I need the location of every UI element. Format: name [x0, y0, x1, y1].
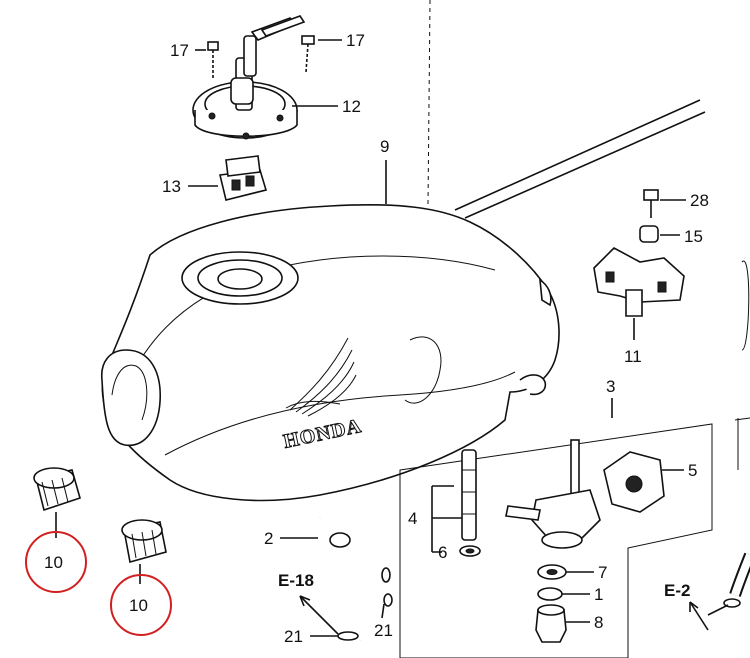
clip-21-left[interactable]	[337, 631, 359, 641]
leader-lines	[55, 39, 729, 637]
collar-15[interactable]	[639, 225, 659, 243]
sediment-cup-8[interactable]	[535, 604, 567, 643]
bolt-28[interactable]	[643, 189, 659, 218]
o-ring-6[interactable]	[459, 545, 481, 557]
fuel-cap-lock[interactable]	[192, 15, 306, 140]
callout-1: 1	[594, 585, 603, 604]
callout-17-left: 17	[170, 41, 189, 60]
frame-line-lower	[464, 111, 706, 219]
callout-10-left: 10	[44, 553, 63, 572]
callout-6: 6	[438, 543, 447, 562]
callout-4: 4	[408, 509, 417, 528]
rubber-10-right[interactable]	[121, 519, 167, 564]
ref-e18: E-18	[278, 571, 314, 590]
centerline	[427, 0, 431, 206]
callout-2: 2	[264, 529, 273, 548]
callout-13: 13	[162, 177, 181, 196]
callout-5: 5	[688, 461, 697, 480]
fuel-strainer-4[interactable]	[461, 449, 477, 541]
edge-fragment	[741, 260, 750, 351]
callout-17-right: 17	[346, 31, 365, 50]
callout-9: 9	[380, 137, 389, 156]
screw-17-left[interactable]	[207, 41, 219, 78]
frame-line-upper	[454, 99, 701, 211]
tube-e2[interactable]	[723, 552, 750, 608]
highlight-circle-10-left	[25, 531, 87, 593]
clip-21-right[interactable]	[383, 593, 393, 607]
mount-11[interactable]	[593, 247, 685, 317]
ref-e2: E-2	[664, 581, 690, 600]
fuel-tank[interactable]: HONDA	[101, 204, 560, 502]
fuel-valve[interactable]	[505, 439, 601, 549]
callout-10-right: 10	[129, 596, 148, 615]
fuel-tube-2[interactable]	[316, 503, 391, 642]
callout-11: 11	[624, 347, 642, 366]
rubber-10-left[interactable]	[33, 467, 81, 512]
callout-28: 28	[690, 191, 709, 210]
washer-7[interactable]	[537, 564, 567, 580]
callout-8: 8	[594, 613, 603, 632]
valve-group-box	[399, 423, 713, 658]
callout-15: 15	[684, 227, 703, 246]
bracket-13[interactable]	[219, 155, 268, 201]
highlight-circle-10-right	[110, 574, 172, 636]
o-ring-1[interactable]	[537, 587, 563, 601]
screw-17-right[interactable]	[301, 35, 315, 73]
fuel-valve-lever-5[interactable]	[603, 451, 665, 513]
side-box-edge	[734, 417, 750, 421]
callout-7: 7	[598, 563, 607, 582]
callout-3: 3	[606, 377, 615, 396]
callout-21-left: 21	[284, 627, 303, 646]
callout-21-right: 21	[374, 621, 393, 640]
callout-12: 12	[342, 97, 361, 116]
